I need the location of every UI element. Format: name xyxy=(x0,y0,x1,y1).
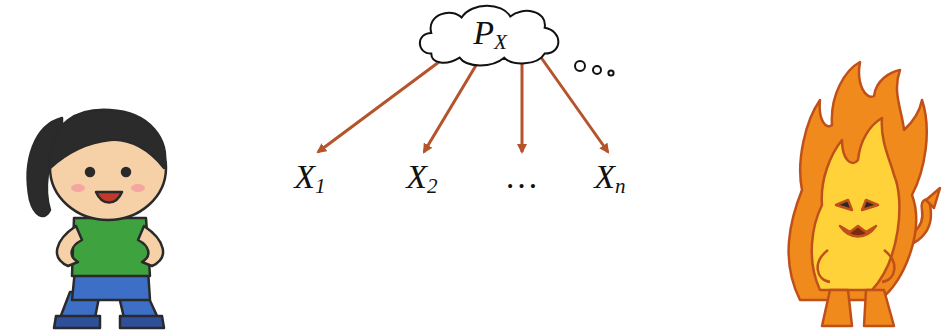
distribution-label: PX xyxy=(473,16,507,53)
sample-label: X2 xyxy=(406,160,437,197)
sample-label: Xn xyxy=(594,160,625,197)
sample-label: … xyxy=(507,160,537,194)
girl-figure xyxy=(28,110,166,328)
sample-arrows xyxy=(318,56,608,152)
sample-label: X1 xyxy=(294,160,325,197)
thought-cloud: PX xyxy=(411,2,569,68)
thought-dots xyxy=(575,61,614,76)
devil-figure xyxy=(789,62,940,326)
